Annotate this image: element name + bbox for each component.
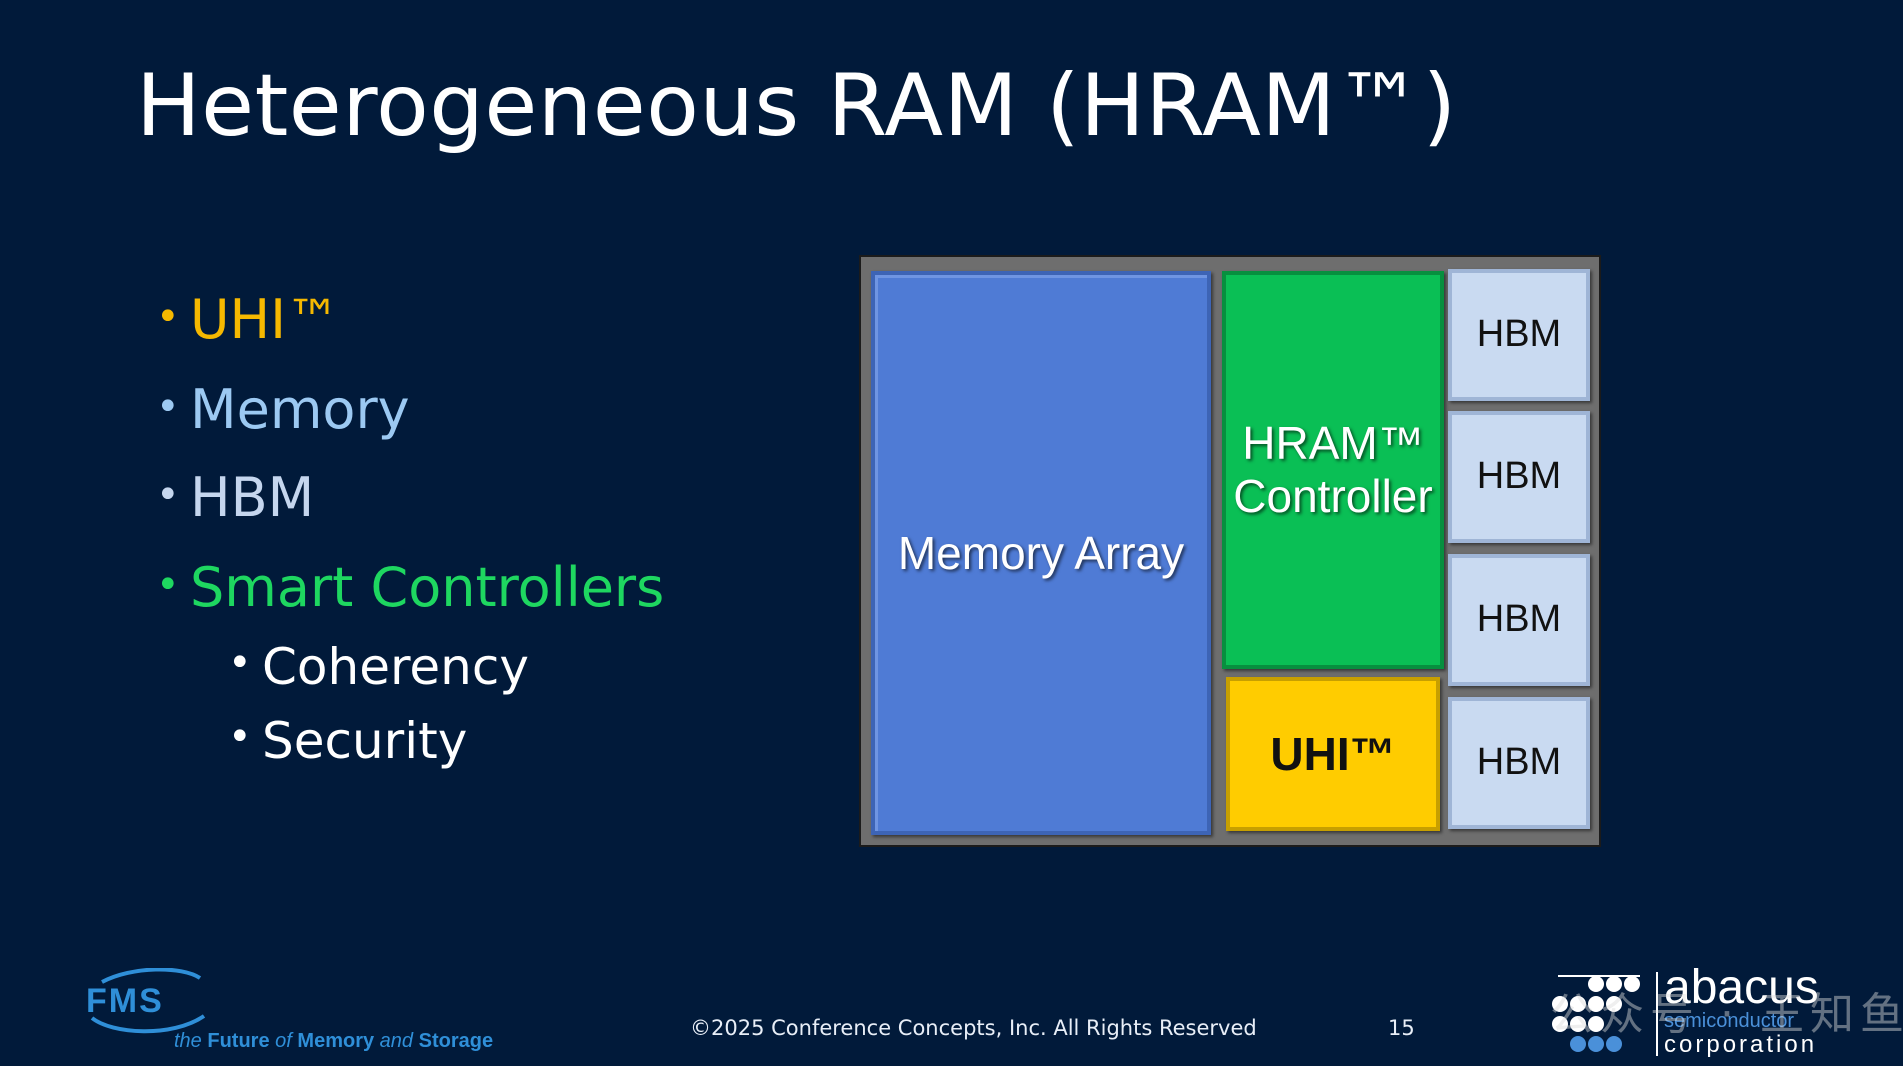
bullet-hbm: •HBM [156,466,314,529]
fms-tagline-word: Memory [297,1030,375,1052]
hbm-block: HBM [1448,411,1590,543]
controller-label: HRAM™ Controller [1233,417,1432,523]
page-number: 15 [1388,1016,1415,1040]
abacus-logo-icon [1552,975,1640,1052]
hbm-label: HBM [1476,313,1562,356]
bullet-uhi: •UHI™ [156,288,340,351]
bullet-dot: • [228,640,252,686]
bullet-text: Memory [190,378,410,441]
fms-tagline-word: the [174,1030,202,1052]
hram-block-diagram: Memory Array HRAM™ Controller UHI™ HBM H… [859,255,1601,847]
fms-tagline-word: of [275,1030,292,1052]
hram-controller-block: HRAM™ Controller [1222,271,1444,669]
memory-array-block: Memory Array [871,271,1211,835]
uhi-label: UHI™ [1270,727,1396,780]
sub-bullet-coherency: •Coherency [228,638,529,696]
bullet-dot: • [156,294,180,340]
fms-logo: FMS [86,968,206,1034]
abacus-divider [1656,972,1658,1056]
bullet-text: HBM [190,466,315,529]
fms-logo-text: FMS [86,982,164,1020]
copyright-notice: ©2025 Conference Concepts, Inc. All Righ… [690,1016,1257,1040]
abacus-logo-sub2: corporation [1664,1031,1818,1058]
fms-tagline-word: Future [207,1030,270,1052]
bullet-dot: • [156,472,180,518]
fms-tagline: the Future of Memory and Storage [174,1030,493,1053]
hbm-label: HBM [1476,741,1562,784]
hbm-label: HBM [1476,455,1562,498]
sub-bullet-security: •Security [228,712,467,770]
bullet-dot: • [156,562,180,608]
abacus-logo-name: abacus [1664,961,1819,1014]
sub-bullet-text: Security [262,712,468,770]
bullet-text: Smart Controllers [190,556,665,619]
bullet-smart-controllers: •Smart Controllers [156,556,664,619]
abacus-logo-sub1: semiconductor [1664,1010,1795,1032]
hbm-block: HBM [1448,554,1590,686]
bullet-memory: •Memory [156,378,410,441]
hbm-label: HBM [1476,598,1562,641]
watermark: 公众号 · 王知鱼 [1550,989,1903,1040]
fms-tagline-word: and [379,1030,414,1052]
bullet-text: UHI™ [190,288,341,351]
bullet-dot: • [156,384,180,430]
fms-tagline-word: Storage [418,1030,494,1052]
sub-bullet-text: Coherency [262,638,529,696]
uhi-block: UHI™ [1226,677,1440,831]
hbm-block: HBM [1448,697,1590,829]
bullet-dot: • [228,714,252,760]
hbm-block: HBM [1448,269,1590,401]
slide-title: Heterogeneous RAM (HRAM™) [136,56,1457,156]
memory-array-label: Memory Array [897,526,1185,579]
controller-label-line1: HRAM™ [1242,417,1424,470]
controller-label-line2: Controller [1233,470,1433,522]
